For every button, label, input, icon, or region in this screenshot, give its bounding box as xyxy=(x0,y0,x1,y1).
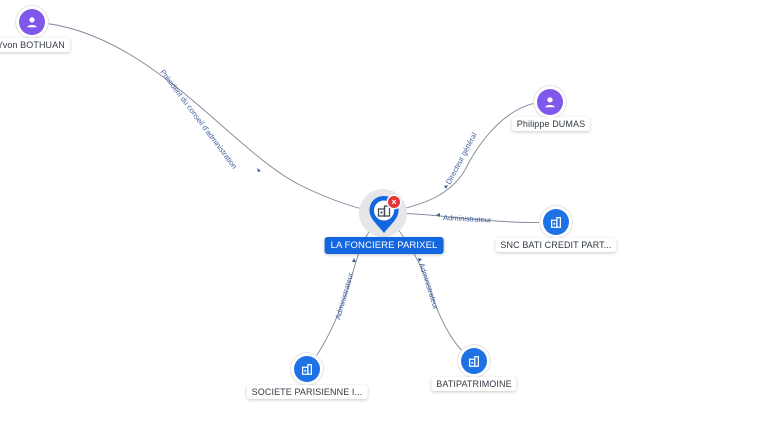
close-icon[interactable]: × xyxy=(388,196,400,208)
building-icon xyxy=(302,364,312,375)
edge-label-snc: Administrateur xyxy=(443,213,492,225)
label-philippe-dumas[interactable]: Philippe DUMAS xyxy=(511,117,591,131)
edge-societe-arrow xyxy=(352,258,356,262)
edge-label-yvon: Président du conseil d'administration xyxy=(158,68,239,171)
person-icon xyxy=(27,17,37,28)
node-societe-parisienne[interactable] xyxy=(294,356,320,382)
edge-philippe-arrow xyxy=(444,185,448,189)
node-batipatrimoine[interactable] xyxy=(461,348,487,374)
edge-yvon-arrow xyxy=(257,168,261,172)
edge-snc-arrow xyxy=(436,213,440,217)
edge-label-philippe: Directeur général xyxy=(444,131,479,186)
edge-batipatrimoine-arrow xyxy=(418,258,422,262)
node-yvon-bothuan[interactable] xyxy=(19,9,45,35)
building-icon xyxy=(469,356,479,367)
building-icon xyxy=(551,217,561,228)
person-icon xyxy=(545,97,555,108)
label-societe-parisienne[interactable]: SOCIETE PARISIENNE I... xyxy=(246,385,368,399)
edge-batipatrimoine xyxy=(383,212,475,361)
edge-label-societe: Administrateur xyxy=(333,271,355,320)
edge-philippe xyxy=(383,101,551,214)
label-center-la-fonciere-parixel[interactable]: LA FONCIERE PARIXEL xyxy=(324,237,444,254)
label-yvon-bothuan[interactable]: Yvon BOTHUAN xyxy=(0,38,70,52)
node-philippe-dumas[interactable] xyxy=(537,89,563,115)
node-snc-bati-credit[interactable] xyxy=(543,209,569,235)
edge-yvon xyxy=(33,21,383,214)
edge-label-batipatrimoine: Administrateur xyxy=(417,262,441,311)
label-batipatrimoine[interactable]: BATIPATRIMOINE xyxy=(431,377,517,391)
label-snc-bati-credit[interactable]: SNC BATI CREDIT PART... xyxy=(495,238,617,252)
building-icon xyxy=(377,205,391,217)
